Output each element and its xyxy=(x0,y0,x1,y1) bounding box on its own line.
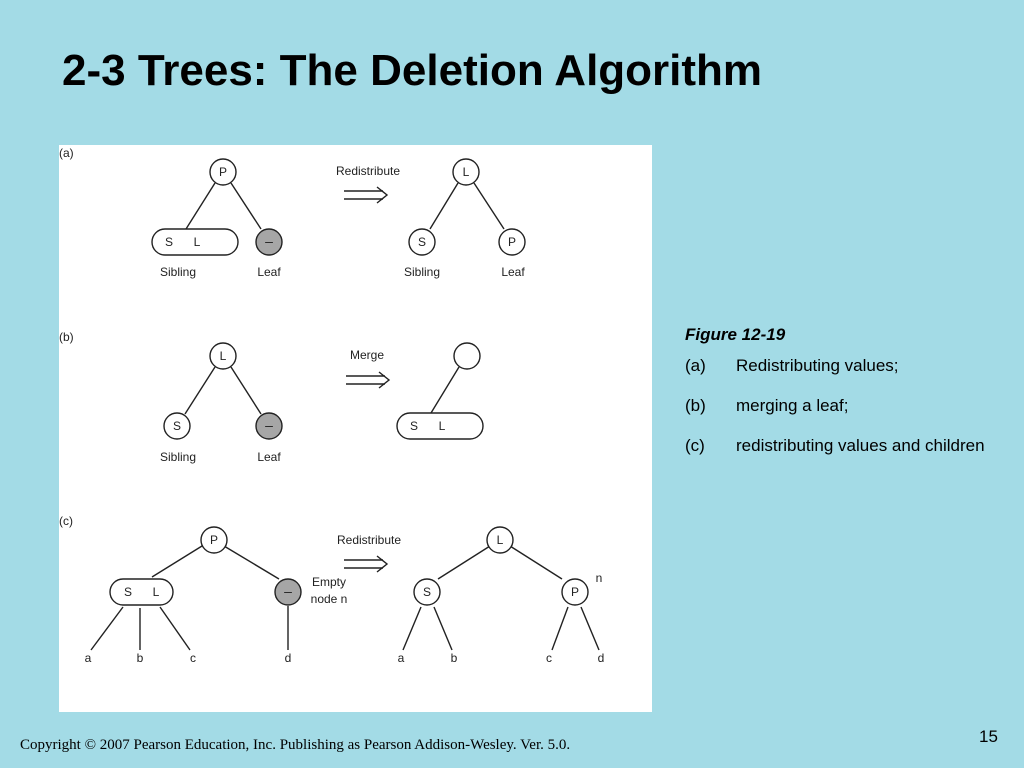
edge xyxy=(509,545,563,580)
edge xyxy=(580,606,600,651)
node-key: P xyxy=(219,165,227,179)
action-label: Merge xyxy=(350,348,384,362)
node-key: L xyxy=(463,165,470,179)
node-caption: Sibling xyxy=(160,450,196,464)
node-key: S xyxy=(173,419,181,433)
tree-node xyxy=(452,158,480,186)
child-label: b xyxy=(451,651,458,665)
caption-item-text: redistributing values and children xyxy=(736,436,985,455)
tree-node xyxy=(486,526,514,554)
node-key: S xyxy=(418,235,426,249)
node-key: L xyxy=(497,533,504,547)
node-caption: node n xyxy=(311,592,348,606)
child-label: c xyxy=(190,651,196,665)
node-key: L xyxy=(153,585,160,599)
node-caption: Leaf xyxy=(257,450,281,464)
tree-node xyxy=(561,578,589,606)
double-arrow-icon xyxy=(344,555,389,573)
tree-node xyxy=(453,342,481,370)
child-label: a xyxy=(85,651,92,665)
child-label: c xyxy=(546,651,552,665)
edge xyxy=(159,606,191,651)
node-key: S xyxy=(165,235,173,249)
panel-label: (b) xyxy=(59,330,74,344)
tree-node xyxy=(209,158,237,186)
action-label: Redistribute xyxy=(337,533,401,547)
tree-node xyxy=(413,578,441,606)
empty-node xyxy=(274,578,302,606)
edge xyxy=(184,366,216,415)
deletion-diagram: (a) Redistribute P S L – Sibling Leaf L … xyxy=(59,146,605,665)
node-key: S xyxy=(410,419,418,433)
caption-item-text: Redistributing values; xyxy=(736,356,899,375)
child-label: a xyxy=(398,651,405,665)
node-caption: Empty xyxy=(312,575,346,589)
action-label: Redistribute xyxy=(336,164,400,178)
edge xyxy=(230,182,262,230)
child-label: d xyxy=(598,651,605,665)
child-label: d xyxy=(285,651,292,665)
edge xyxy=(151,545,203,578)
panel-label: (a) xyxy=(59,146,74,160)
empty-node xyxy=(255,412,283,440)
edge xyxy=(473,182,505,230)
figure-caption: Figure 12-19 (a) Redistributing values; … xyxy=(685,324,985,475)
tree-node xyxy=(163,412,191,440)
edge xyxy=(429,182,459,230)
figure-panel: (a) Redistribute P S L – Sibling Leaf L … xyxy=(59,145,652,712)
node-caption: Sibling xyxy=(160,265,196,279)
caption-item-text: merging a leaf; xyxy=(736,396,849,415)
tree-node xyxy=(151,228,239,256)
copyright-notice: Copyright © 2007 Pearson Education, Inc.… xyxy=(20,737,571,753)
panel-label: (c) xyxy=(59,514,73,528)
edge xyxy=(185,182,216,230)
double-arrow-icon xyxy=(344,186,389,204)
edge xyxy=(437,545,491,580)
node-key: S xyxy=(124,585,132,599)
caption-item-label: (a) xyxy=(685,356,706,375)
tree-node xyxy=(498,228,526,256)
edge xyxy=(402,606,422,651)
edge xyxy=(90,606,124,651)
tree-node xyxy=(209,342,237,370)
caption-item: (c) redistributing values and children xyxy=(685,435,985,475)
node-key: P xyxy=(571,585,579,599)
caption-item: (b) merging a leaf; xyxy=(685,395,985,435)
node-key: – xyxy=(265,417,273,433)
node-caption: Leaf xyxy=(257,265,281,279)
caption-item-label: (c) xyxy=(685,436,705,455)
edge xyxy=(551,606,569,651)
caption-title: Figure 12-19 xyxy=(685,325,786,344)
node-key: L xyxy=(439,419,446,433)
node-key: S xyxy=(423,585,431,599)
node-key: P xyxy=(508,235,516,249)
node-caption: Leaf xyxy=(501,265,525,279)
double-arrow-icon xyxy=(346,371,391,389)
caption-item: (a) Redistributing values; xyxy=(685,355,985,395)
node-key: L xyxy=(220,349,227,363)
node-key: – xyxy=(284,583,292,599)
tree-node xyxy=(109,578,174,606)
edge xyxy=(223,545,280,580)
caption-item-label: (b) xyxy=(685,396,706,415)
edge xyxy=(430,366,460,414)
node-key: P xyxy=(210,533,218,547)
tree-node xyxy=(408,228,436,256)
tree-node xyxy=(396,412,484,440)
node-key: L xyxy=(194,235,201,249)
slide-title: 2-3 Trees: The Deletion Algorithm xyxy=(62,46,763,95)
node-tag: n xyxy=(596,571,603,585)
node-caption: Sibling xyxy=(404,265,440,279)
page-number: 15 xyxy=(979,727,998,746)
empty-node xyxy=(255,228,283,256)
tree-node xyxy=(200,526,228,554)
child-label: b xyxy=(137,651,144,665)
edge xyxy=(433,606,453,651)
node-key: – xyxy=(265,233,273,249)
edge xyxy=(230,366,262,415)
